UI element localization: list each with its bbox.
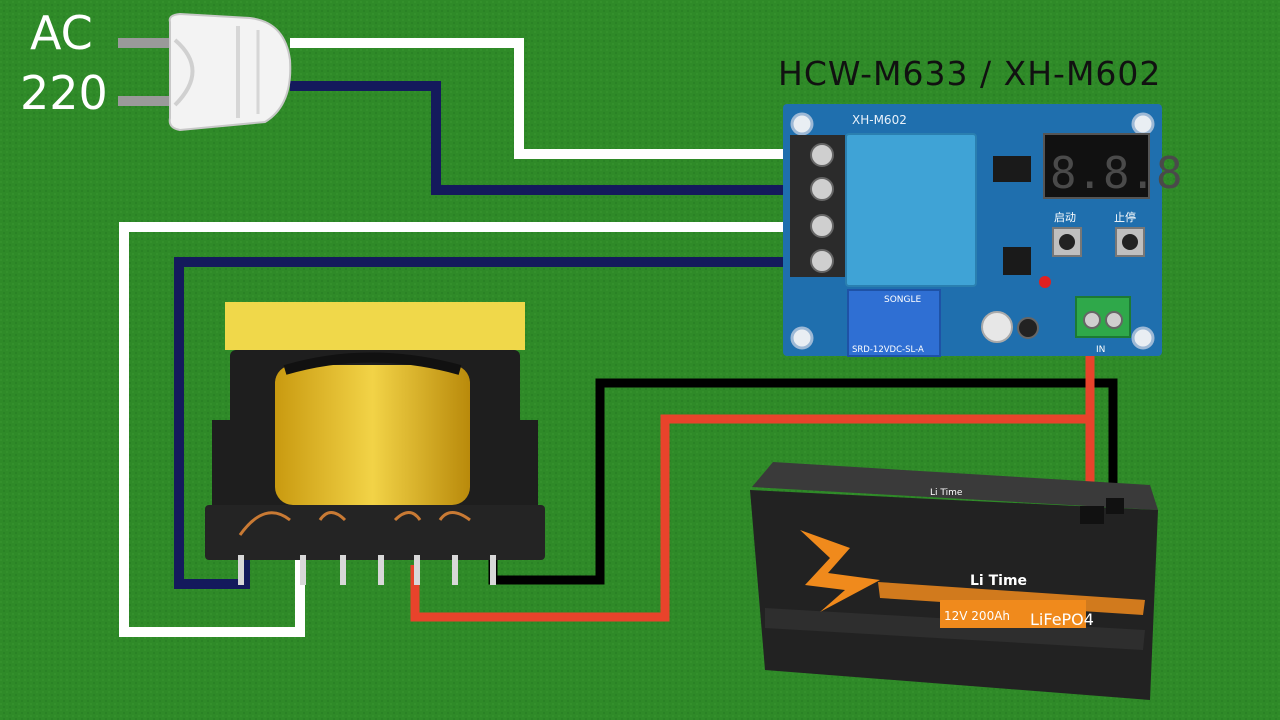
wire-blue-board-to-transformer — [174, 257, 818, 589]
terminal-positive — [1080, 506, 1104, 524]
ac-plug — [118, 12, 292, 132]
copper-coil — [275, 365, 470, 505]
start-button-label: 启动 — [1054, 211, 1076, 224]
plug-pin-top — [118, 38, 176, 48]
wires — [119, 38, 1118, 637]
plug-pin-bottom — [118, 96, 176, 106]
terminal-screws — [810, 143, 834, 273]
module-title: HCW-M633 / XH-M602 — [778, 54, 1162, 93]
ac-label: AC — [30, 6, 93, 60]
ferrite-core-top — [225, 302, 525, 350]
lightning-logo — [800, 530, 880, 612]
transformer-pins — [238, 555, 496, 585]
copper-leads — [238, 511, 471, 536]
mount-hole — [1131, 112, 1155, 136]
mount-hole — [790, 112, 814, 136]
stop-button[interactable] — [1115, 227, 1145, 257]
board-silkscreen: XH-M602 — [852, 113, 907, 127]
regulator — [1003, 247, 1031, 275]
voltage-label: 220 — [20, 66, 108, 120]
wire-white-ac-to-board — [290, 38, 818, 159]
mount-hole — [790, 326, 814, 350]
relay — [847, 289, 941, 357]
spec-badge — [940, 600, 1086, 628]
seven-segment-display — [1043, 133, 1150, 199]
battery: Li Time 12V 200Ah LiFePO4 Li Time — [750, 462, 1158, 700]
battery-brand: Li Time — [970, 573, 1027, 589]
display-readout: 8.8.8 — [1050, 148, 1182, 199]
battery-top-brand: Li Time — [930, 488, 963, 498]
ic-chip — [993, 156, 1031, 182]
transformer — [205, 302, 545, 585]
relay-brand: SONGLE — [884, 295, 922, 305]
power-module — [845, 133, 977, 287]
status-led — [1039, 276, 1051, 288]
start-button[interactable] — [1052, 227, 1082, 257]
terminal-negative — [1106, 498, 1124, 514]
control-board: XH-M602 SONGLE SRD-12VDC-SL-A 8.8.8 启动 止… — [783, 104, 1182, 357]
relay-model: SRD-12VDC-SL-A — [852, 345, 924, 355]
input-label: IN — [1096, 345, 1105, 355]
wire-white-board-to-transformer — [119, 222, 818, 637]
battery-chemistry: LiFePO4 — [1030, 610, 1094, 629]
capacitor — [981, 311, 1013, 343]
capacitor-small — [1017, 317, 1039, 339]
battery-spec: 12V 200Ah — [944, 609, 1010, 623]
wire-red-transformer-to-battery — [410, 414, 1095, 622]
stop-button-label: 止停 — [1114, 210, 1136, 224]
wire-blue-ac-to-board — [290, 81, 818, 195]
mount-hole — [1131, 326, 1155, 350]
transformer-base — [205, 505, 545, 560]
